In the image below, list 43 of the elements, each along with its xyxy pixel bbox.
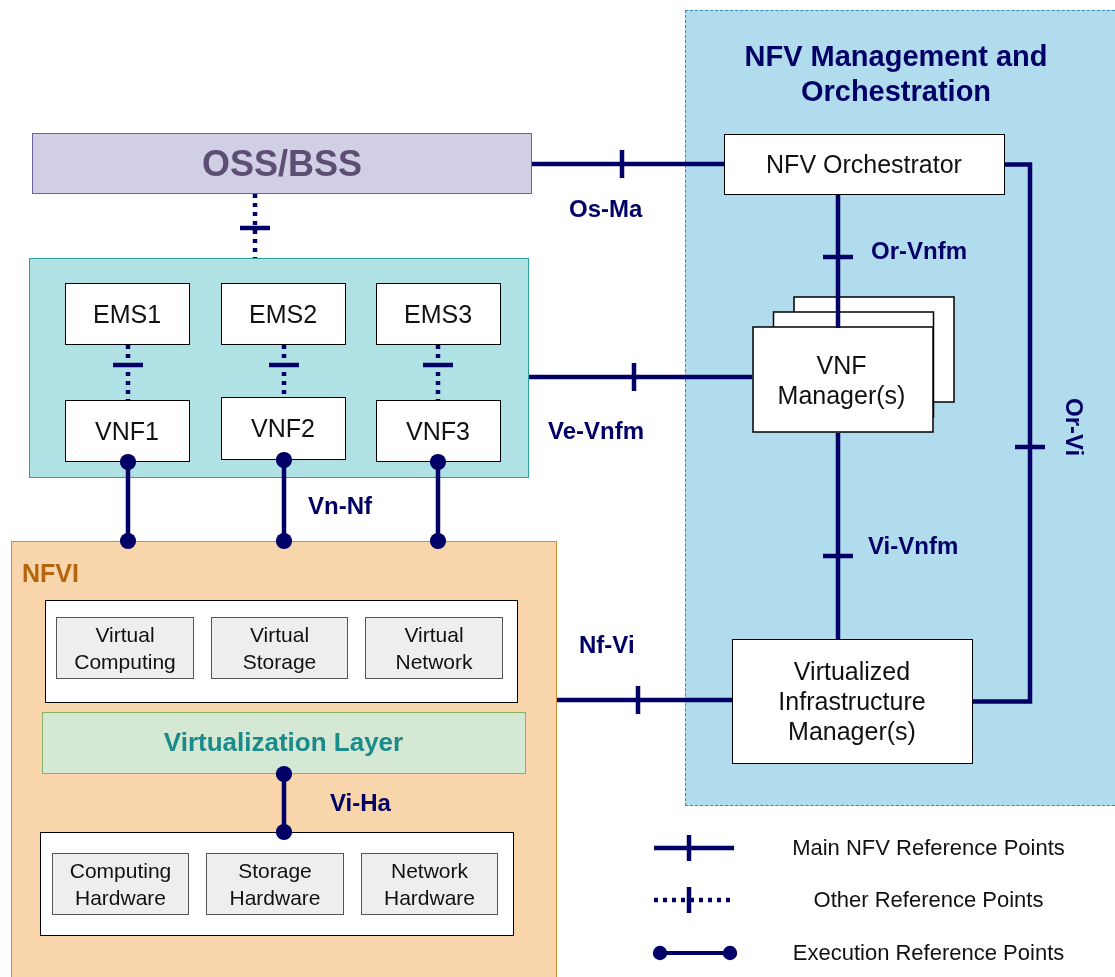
box-label: EMS2 [247,298,319,329]
box-label: OSS/BSS [200,141,364,186]
resource-box [361,853,498,915]
box-label: Virtual Computing [73,621,177,675]
system-bar [32,133,532,194]
process-box [220,282,346,345]
process-box [64,399,190,462]
box-label: VNF2 [250,413,316,443]
resource-box [52,853,189,915]
resource-box [56,617,194,679]
layer-bar [41,711,526,774]
box-label: EMS1 [91,298,163,329]
management-panel [685,10,1115,806]
box-label: Virtual Network [394,621,474,675]
process-box [731,638,973,764]
legend-text: Main NFV Reference Points [791,835,1066,861]
box-label: EMS3 [402,298,474,329]
box-label: Storage Hardware [228,857,322,911]
legend-text: Other Reference Points [812,887,1045,913]
box-label: VNF Manager(s) [776,350,907,411]
resource-box [365,617,503,679]
legend-text: Execution Reference Points [791,940,1066,966]
process-box [723,133,1005,195]
box-label: VNF1 [94,415,160,446]
box-label: Virtualization Layer [162,726,405,759]
resource-box [206,853,344,915]
group-box [44,599,518,703]
process-box [375,282,501,345]
process-box [220,396,346,460]
group-box [39,831,514,936]
panel-heading: NFVI [22,558,80,588]
process-box [64,282,190,345]
box-label: Virtualized Infrastructure Manager(s) [777,656,927,746]
box-label: Virtual Storage [241,621,318,675]
infrastructure-panel [11,541,557,977]
resource-box [211,617,348,679]
group-box [29,258,529,478]
box-label: Computing Hardware [68,857,173,911]
box-label: NFV Orchestrator [765,149,963,179]
panel-heading: NFV Management and Orchestration [743,39,1049,109]
box-label: VNF3 [405,415,471,446]
process-box [375,399,501,462]
box-label: Network Hardware [382,857,476,911]
